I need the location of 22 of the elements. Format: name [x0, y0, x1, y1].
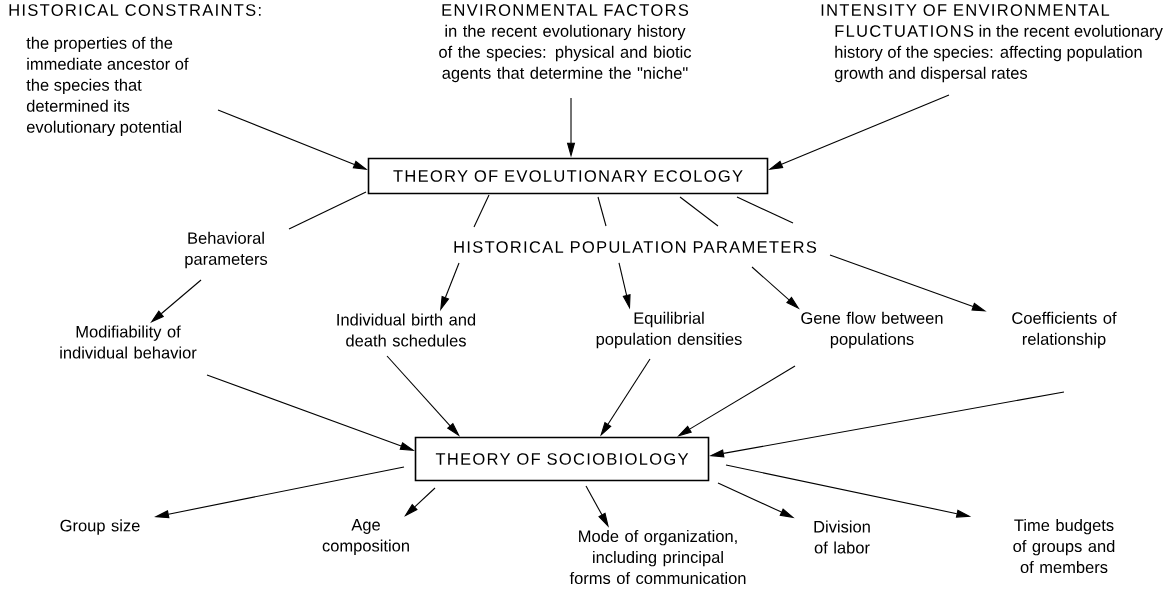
parameter-text: Individual birth and death schedules [337, 313, 476, 347]
connector-line [736, 196, 794, 224]
parameter-text: Modifiability of individual behavior [60, 325, 197, 359]
parameter-text: Division of labor [814, 520, 870, 554]
category-label: HISTORICAL POPULATION PARAMETERS [454, 241, 817, 253]
factor-text: INTENSITY OF ENVIRONMENTAL FLUCTUATIONS in the recent evolutionary history of the species: affecting population growth and dispersal rates [821, 4, 1163, 83]
parameter-text: Gene flow between populations [801, 311, 943, 349]
factor-text: HISTORICAL CONSTRAINTS: the properties of the immediate ancestor of the species that determined its evolutionary potential [9, 4, 261, 137]
theory-box: THEORY OF SOCIOBIOLOGY [414, 436, 710, 482]
parameter-text: Group size [60, 519, 140, 535]
connector-line [679, 196, 719, 227]
parameter-text: Coefficients of relationship [1012, 311, 1117, 349]
theory-box: THEORY OF EVOLUTIONARY ECOLOGY [367, 157, 769, 195]
factor-text: ENVIRONMENTAL FACTORS in the recent evolutionary history of the species: physical and biotic agents that determine the "niche" [439, 4, 692, 83]
parameter-text: Behavioral parameters [185, 231, 268, 269]
connector-line [288, 191, 367, 230]
parameter-text: Mode of organization, including principal forms of communication [569, 529, 746, 585]
parameter-text: Time budgets of groups and of members [1013, 518, 1115, 574]
connector-line [473, 194, 490, 228]
parameter-text: Age composition [322, 519, 409, 555]
connector-line [597, 196, 607, 227]
parameter-text: Equilibrial population densities [596, 311, 742, 349]
